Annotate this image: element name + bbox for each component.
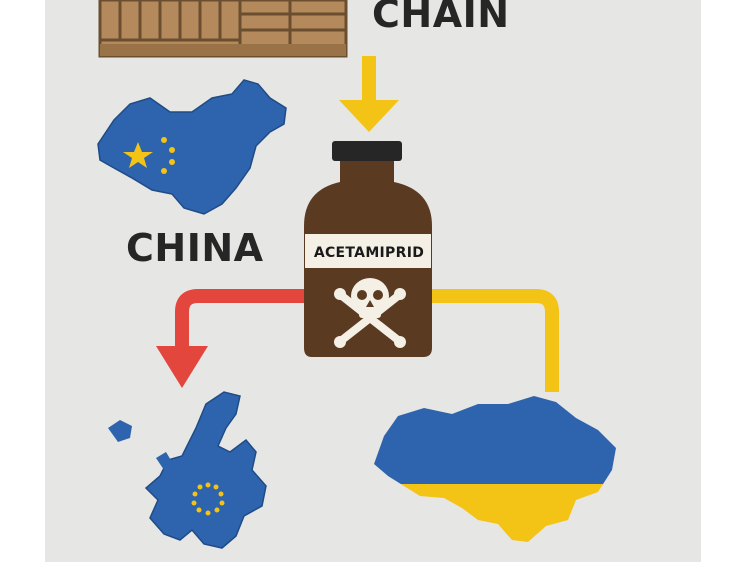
china-map-flag-icon (97, 79, 287, 215)
skull-crossbones-icon (334, 278, 406, 348)
bottle-product-label: ACETAMIPRID (313, 245, 425, 261)
arrow-to-ukraine-icon (432, 289, 559, 392)
china-label: CHINA (126, 226, 264, 270)
europe-map-flag-icon (108, 391, 267, 549)
diagram-title: CHAIN (372, 0, 510, 36)
arrow-down-icon (339, 56, 399, 132)
arrow-to-eu-icon (156, 289, 306, 388)
poison-bottle-icon (304, 141, 432, 357)
shipping-container-icon (98, 0, 348, 58)
ukraine-map-flag-icon (374, 396, 616, 542)
